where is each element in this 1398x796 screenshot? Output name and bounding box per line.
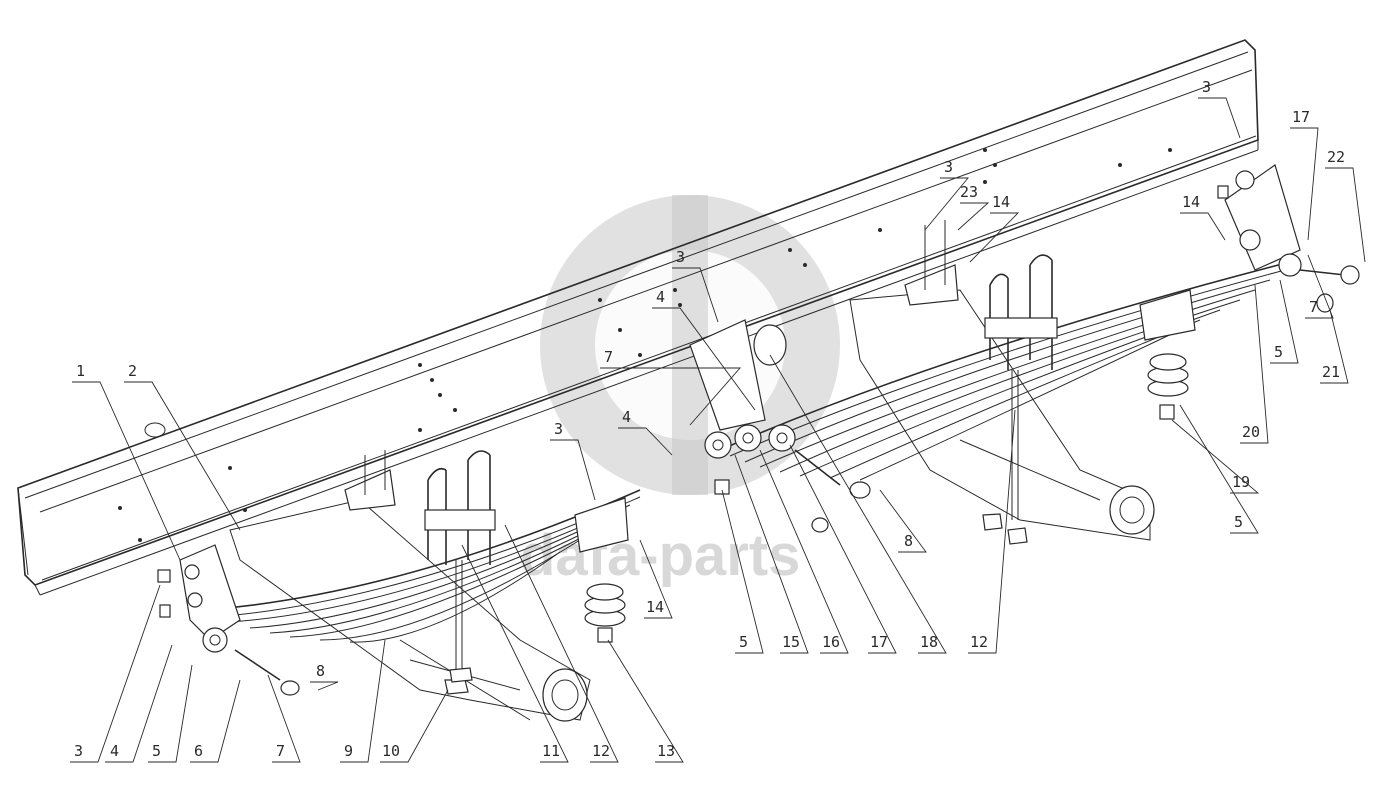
callout-14: 14 [646, 598, 664, 616]
callout-14: 14 [992, 193, 1010, 211]
callout-17: 17 [1292, 108, 1310, 126]
callout-7: 7 [604, 348, 613, 366]
front-spring-bracket [157, 544, 300, 696]
callout-labels: 3 4 5 6 7 9 10 11 12 13 1 2 8 14 3 4 7 4… [74, 78, 1345, 760]
callout-12: 12 [970, 633, 988, 651]
bump-stop-right [1147, 353, 1189, 420]
callout-12: 12 [592, 742, 610, 760]
bump-stop-left [584, 583, 626, 643]
callout-2: 2 [128, 362, 137, 380]
callout-19: 19 [1232, 473, 1250, 491]
callout-17: 17 [870, 633, 888, 651]
callout-8: 8 [316, 662, 325, 680]
spring-seat-right [1139, 289, 1196, 341]
callout-22: 22 [1327, 148, 1345, 166]
leader-lines [70, 97, 1366, 763]
callout-3: 3 [554, 420, 563, 438]
callout-9: 9 [344, 742, 353, 760]
callout-5: 5 [1274, 343, 1283, 361]
callout-4: 4 [622, 408, 631, 426]
callout-3: 3 [944, 158, 953, 176]
callout-3: 3 [676, 248, 685, 266]
callout-7: 7 [276, 742, 285, 760]
rear-spring-bracket [1217, 164, 1360, 313]
callout-1: 1 [76, 362, 85, 380]
spring-seat-left [574, 497, 629, 553]
right-u-bolts [982, 254, 1058, 545]
callout-6: 6 [194, 742, 203, 760]
left-u-bolts [424, 450, 496, 695]
frame-rail [17, 39, 1259, 596]
callout-5: 5 [739, 633, 748, 651]
callout-5: 5 [1234, 513, 1243, 531]
callout-16: 16 [822, 633, 840, 651]
callout-3: 3 [1202, 78, 1211, 96]
callout-11: 11 [542, 742, 560, 760]
callout-15: 15 [782, 633, 800, 651]
callout-5: 5 [152, 742, 161, 760]
callout-10: 10 [382, 742, 400, 760]
callout-21: 21 [1322, 363, 1340, 381]
callout-3: 3 [74, 742, 83, 760]
callout-20: 20 [1242, 423, 1260, 441]
callout-4: 4 [656, 288, 665, 306]
right-axle-housing [849, 289, 1155, 541]
hanger-bracket-left [344, 450, 396, 511]
hanger-bracket-right [904, 220, 959, 306]
callout-23: 23 [960, 183, 978, 201]
callout-8: 8 [904, 532, 913, 550]
callout-13: 13 [657, 742, 675, 760]
watermark-text: dafa-parts [520, 523, 800, 588]
callout-14: 14 [1182, 193, 1200, 211]
callout-18: 18 [920, 633, 938, 651]
callout-4: 4 [110, 742, 119, 760]
callout-7: 7 [1309, 298, 1318, 316]
